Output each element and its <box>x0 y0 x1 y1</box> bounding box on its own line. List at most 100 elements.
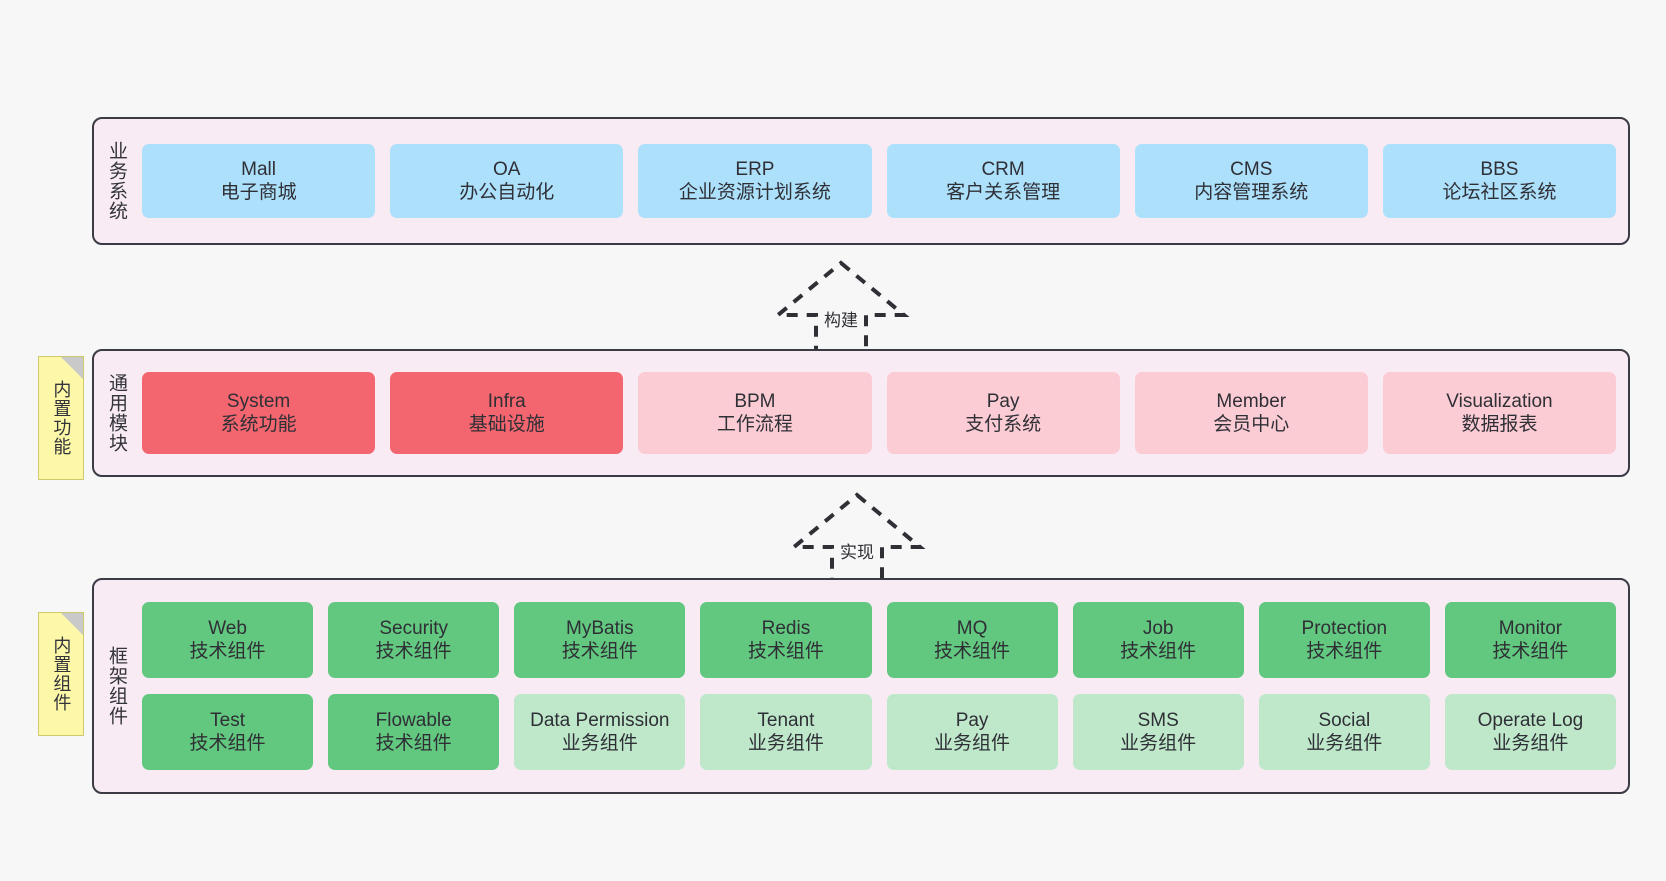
card-title: Infra <box>487 390 526 412</box>
card-operate-log[interactable]: Operate Log 业务组件 <box>1444 694 1616 770</box>
card-subtitle: 业务组件 <box>561 733 638 754</box>
card-title: CMS <box>1230 158 1273 180</box>
card-visualization[interactable]: Visualization 数据报表 <box>1382 372 1617 454</box>
card-web[interactable]: Web 技术组件 <box>142 602 314 678</box>
connector-build-label: 构建 <box>824 311 858 330</box>
card-title: Job <box>1142 617 1174 639</box>
card-subtitle: 技术组件 <box>375 641 452 662</box>
card-protection[interactable]: Protection 技术组件 <box>1258 602 1430 678</box>
card-subtitle: 技术组件 <box>375 733 452 754</box>
card-title: CRM <box>981 158 1025 180</box>
card-subtitle: 会员中心 <box>1213 414 1290 435</box>
card-social[interactable]: Social 业务组件 <box>1258 694 1430 770</box>
card-mq[interactable]: MQ 技术组件 <box>886 602 1058 678</box>
card-job[interactable]: Job 技术组件 <box>1072 602 1244 678</box>
card-title: MyBatis <box>566 617 634 639</box>
connector-implement-label: 实现 <box>840 543 874 562</box>
card-title: Visualization <box>1446 390 1553 412</box>
card-cms[interactable]: CMS 内容管理系统 <box>1134 144 1368 218</box>
card-subtitle: 论坛社区系统 <box>1442 182 1557 203</box>
card-title: MQ <box>956 617 988 639</box>
card-title: BPM <box>734 390 776 412</box>
card-subtitle: 支付系统 <box>965 414 1042 435</box>
layer-label-business-systems: 业务系统 <box>106 141 128 221</box>
card-subtitle: 技术组件 <box>1492 641 1569 662</box>
layer-label-common-modules: 通用模块 <box>106 373 128 453</box>
card-subtitle: 业务组件 <box>1306 733 1383 754</box>
card-row: Web 技术组件 Security 技术组件 MyBatis 技术组件 Redi… <box>142 602 1616 678</box>
sticky-note-label: 内置组件 <box>51 636 72 712</box>
card-subtitle: 技术组件 <box>1120 641 1197 662</box>
card-mybatis[interactable]: MyBatis 技术组件 <box>514 602 686 678</box>
card-title: Flowable <box>375 709 452 731</box>
card-title: Pay <box>955 709 989 731</box>
card-row: System 系统功能 Infra 基础设施 BPM 工作流程 Pay 支付系统… <box>142 372 1617 454</box>
card-subtitle: 业务组件 <box>747 733 824 754</box>
card-subtitle: 内容管理系统 <box>1194 182 1309 203</box>
card-security[interactable]: Security 技术组件 <box>328 602 500 678</box>
card-tenant[interactable]: Tenant 业务组件 <box>700 694 872 770</box>
card-title: Redis <box>761 617 811 639</box>
card-oa[interactable]: OA 办公自动化 <box>390 144 624 218</box>
card-subtitle: 技术组件 <box>934 641 1011 662</box>
card-title: Monitor <box>1498 617 1563 639</box>
card-subtitle: 基础设施 <box>468 414 545 435</box>
card-crm[interactable]: CRM 客户关系管理 <box>886 144 1120 218</box>
card-redis[interactable]: Redis 技术组件 <box>700 602 872 678</box>
sticky-note-label: 内置功能 <box>51 380 72 456</box>
card-title: Operate Log <box>1477 709 1584 731</box>
card-subtitle: 办公自动化 <box>459 182 555 203</box>
card-pay-module[interactable]: Pay 支付系统 <box>886 372 1120 454</box>
card-subtitle: 客户关系管理 <box>946 182 1061 203</box>
card-data-permission[interactable]: Data Permission 业务组件 <box>514 694 686 770</box>
card-test[interactable]: Test 技术组件 <box>142 694 314 770</box>
card-erp[interactable]: ERP 企业资源计划系统 <box>638 144 872 218</box>
card-title: OA <box>493 158 521 180</box>
card-title: BBS <box>1480 158 1519 180</box>
sticky-note-builtin-features: 内置功能 <box>38 356 84 480</box>
card-subtitle: 系统功能 <box>220 414 297 435</box>
card-bpm[interactable]: BPM 工作流程 <box>638 372 872 454</box>
card-monitor[interactable]: Monitor 技术组件 <box>1444 602 1616 678</box>
card-infra[interactable]: Infra 基础设施 <box>390 372 624 454</box>
card-subtitle: 业务组件 <box>934 733 1011 754</box>
layer-business-systems: 业务系统 Mall 电子商城 OA 办公自动化 ERP 企业资源计划系统 CRM… <box>92 117 1630 245</box>
layer-body-business-systems: Mall 电子商城 OA 办公自动化 ERP 企业资源计划系统 CRM 客户关系… <box>138 119 1628 243</box>
layer-framework-components: 框架组件 Web 技术组件 Security 技术组件 MyBatis 技术组件… <box>92 578 1630 794</box>
card-mall[interactable]: Mall 电子商城 <box>142 144 376 218</box>
card-subtitle: 技术组件 <box>561 641 638 662</box>
card-flowable[interactable]: Flowable 技术组件 <box>328 694 500 770</box>
layer-label-framework-components: 框架组件 <box>106 646 128 726</box>
card-title: System <box>226 390 291 412</box>
card-title: Member <box>1216 390 1287 412</box>
card-member[interactable]: Member 会员中心 <box>1134 372 1368 454</box>
card-subtitle: 技术组件 <box>1306 641 1383 662</box>
card-title: Data Permission <box>530 709 670 731</box>
layer-common-modules: 通用模块 System 系统功能 Infra 基础设施 BPM 工作流程 Pay… <box>92 349 1630 477</box>
card-subtitle: 技术组件 <box>189 641 266 662</box>
card-row: Mall 电子商城 OA 办公自动化 ERP 企业资源计划系统 CRM 客户关系… <box>142 144 1617 218</box>
card-bbs[interactable]: BBS 论坛社区系统 <box>1382 144 1617 218</box>
card-title: Protection <box>1301 617 1388 639</box>
card-row: Test 技术组件 Flowable 技术组件 Data Permission … <box>142 694 1616 770</box>
card-subtitle: 数据报表 <box>1461 414 1538 435</box>
card-title: Tenant <box>757 709 815 731</box>
card-subtitle: 企业资源计划系统 <box>678 182 831 203</box>
connector-build-arrow: 构建 <box>756 255 926 355</box>
card-title: ERP <box>735 158 775 180</box>
card-sms[interactable]: SMS 业务组件 <box>1072 694 1244 770</box>
card-subtitle: 业务组件 <box>1492 733 1569 754</box>
card-title: Web <box>208 617 247 639</box>
card-subtitle: 业务组件 <box>1120 733 1197 754</box>
layer-body-common-modules: System 系统功能 Infra 基础设施 BPM 工作流程 Pay 支付系统… <box>138 351 1628 475</box>
card-title: SMS <box>1137 709 1179 731</box>
card-title: Security <box>379 617 448 639</box>
card-title: Test <box>210 709 245 731</box>
card-pay-component[interactable]: Pay 业务组件 <box>886 694 1058 770</box>
card-subtitle: 技术组件 <box>747 641 824 662</box>
card-system[interactable]: System 系统功能 <box>142 372 376 454</box>
card-title: Social <box>1318 709 1371 731</box>
card-subtitle: 技术组件 <box>189 733 266 754</box>
card-title: Pay <box>986 390 1020 412</box>
